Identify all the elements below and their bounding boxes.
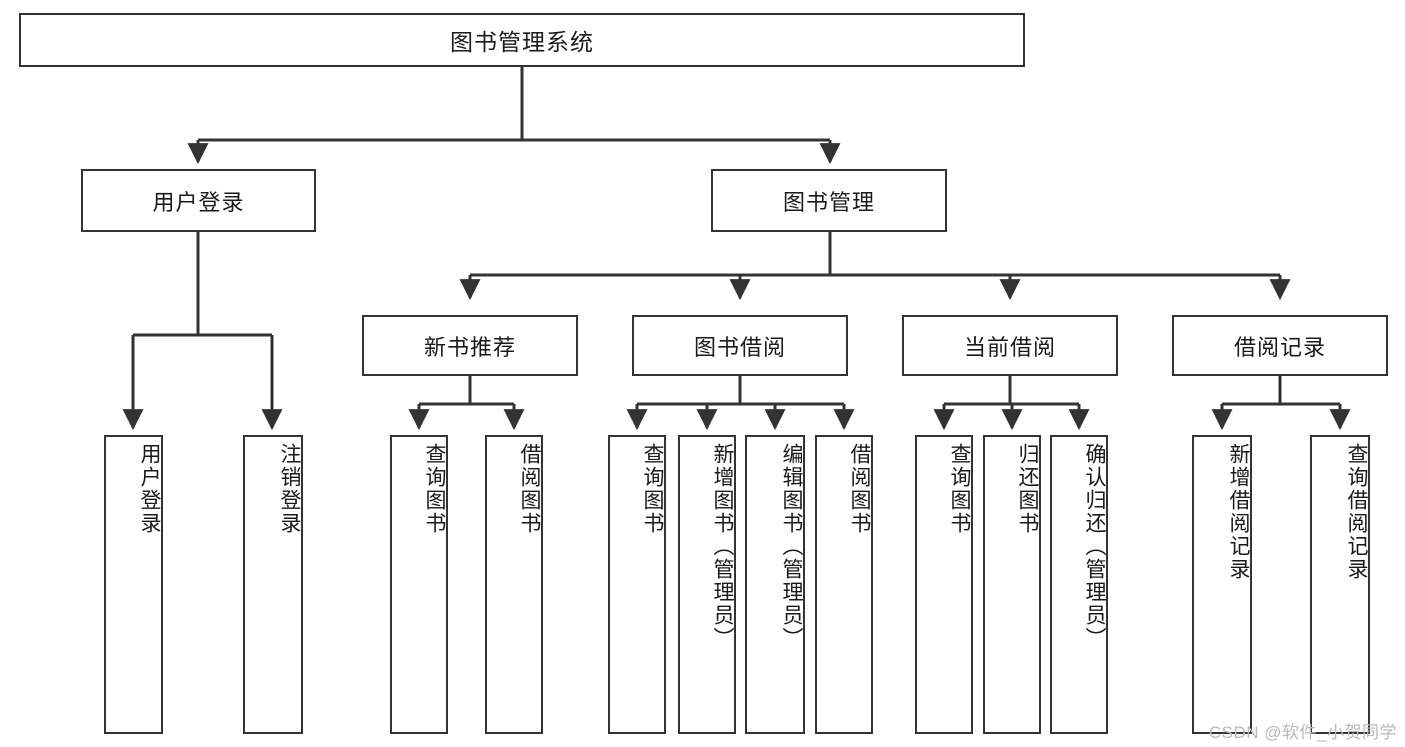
node-borrow-records-label: 借阅记录 xyxy=(1233,334,1326,360)
node-root[interactable]: 图书管理系统 xyxy=(19,13,1025,67)
node-leaf-edit-book[interactable]: 编辑图书（管理员） xyxy=(745,435,805,734)
node-leaf-user-login[interactable]: 用户登录 xyxy=(104,435,163,734)
node-leaf-user-login-label: 用户登录 xyxy=(138,443,161,535)
node-leaf-query-book-borrow-label: 查询图书 xyxy=(641,443,664,535)
node-leaf-borrow-book[interactable]: 借阅图书 xyxy=(815,435,873,734)
node-leaf-borrow-book-rec-label: 借阅图书 xyxy=(518,443,541,535)
node-leaf-edit-book-label: 编辑图书（管理员） xyxy=(780,443,803,650)
node-leaf-add-book[interactable]: 新增图书（管理员） xyxy=(678,435,736,734)
node-leaf-query-book-rec-label: 查询图书 xyxy=(423,443,446,535)
node-leaf-query-book-current[interactable]: 查询图书 xyxy=(915,435,973,734)
node-leaf-add-record[interactable]: 新增借阅记录 xyxy=(1192,435,1252,734)
node-book-management[interactable]: 图书管理 xyxy=(711,169,947,232)
node-leaf-return-book[interactable]: 归还图书 xyxy=(983,435,1041,734)
node-new-book-recommend[interactable]: 新书推荐 xyxy=(362,315,578,376)
node-current-borrow[interactable]: 当前借阅 xyxy=(902,315,1118,376)
node-book-borrow[interactable]: 图书借阅 xyxy=(632,315,848,376)
node-leaf-logout-label: 注销登录 xyxy=(278,443,301,535)
node-leaf-query-record[interactable]: 查询借阅记录 xyxy=(1310,435,1370,734)
node-leaf-logout[interactable]: 注销登录 xyxy=(243,435,303,734)
node-leaf-query-book-rec[interactable]: 查询图书 xyxy=(390,435,448,734)
node-leaf-confirm-return[interactable]: 确认归还（管理员） xyxy=(1050,435,1108,734)
node-borrow-records[interactable]: 借阅记录 xyxy=(1172,315,1388,376)
node-leaf-confirm-return-label: 确认归还（管理员） xyxy=(1083,443,1106,650)
node-leaf-query-book-borrow[interactable]: 查询图书 xyxy=(608,435,666,734)
node-current-borrow-label: 当前借阅 xyxy=(963,334,1056,360)
node-root-label: 图书管理系统 xyxy=(450,29,594,55)
node-user-login-label: 用户登录 xyxy=(152,189,245,215)
node-leaf-borrow-book-label: 借阅图书 xyxy=(848,443,871,535)
node-leaf-query-record-label: 查询借阅记录 xyxy=(1345,443,1368,581)
node-leaf-add-book-label: 新增图书（管理员） xyxy=(711,443,734,650)
node-leaf-return-book-label: 归还图书 xyxy=(1016,443,1039,535)
node-new-book-recommend-label: 新书推荐 xyxy=(423,334,516,360)
node-leaf-query-book-current-label: 查询图书 xyxy=(948,443,971,535)
node-leaf-add-record-label: 新增借阅记录 xyxy=(1227,443,1250,581)
node-user-login[interactable]: 用户登录 xyxy=(81,169,316,232)
watermark-text: CSDN @软件_小贺同学 xyxy=(1208,723,1397,742)
node-book-management-label: 图书管理 xyxy=(782,189,875,215)
node-book-borrow-label: 图书借阅 xyxy=(693,334,786,360)
node-leaf-borrow-book-rec[interactable]: 借阅图书 xyxy=(485,435,543,734)
